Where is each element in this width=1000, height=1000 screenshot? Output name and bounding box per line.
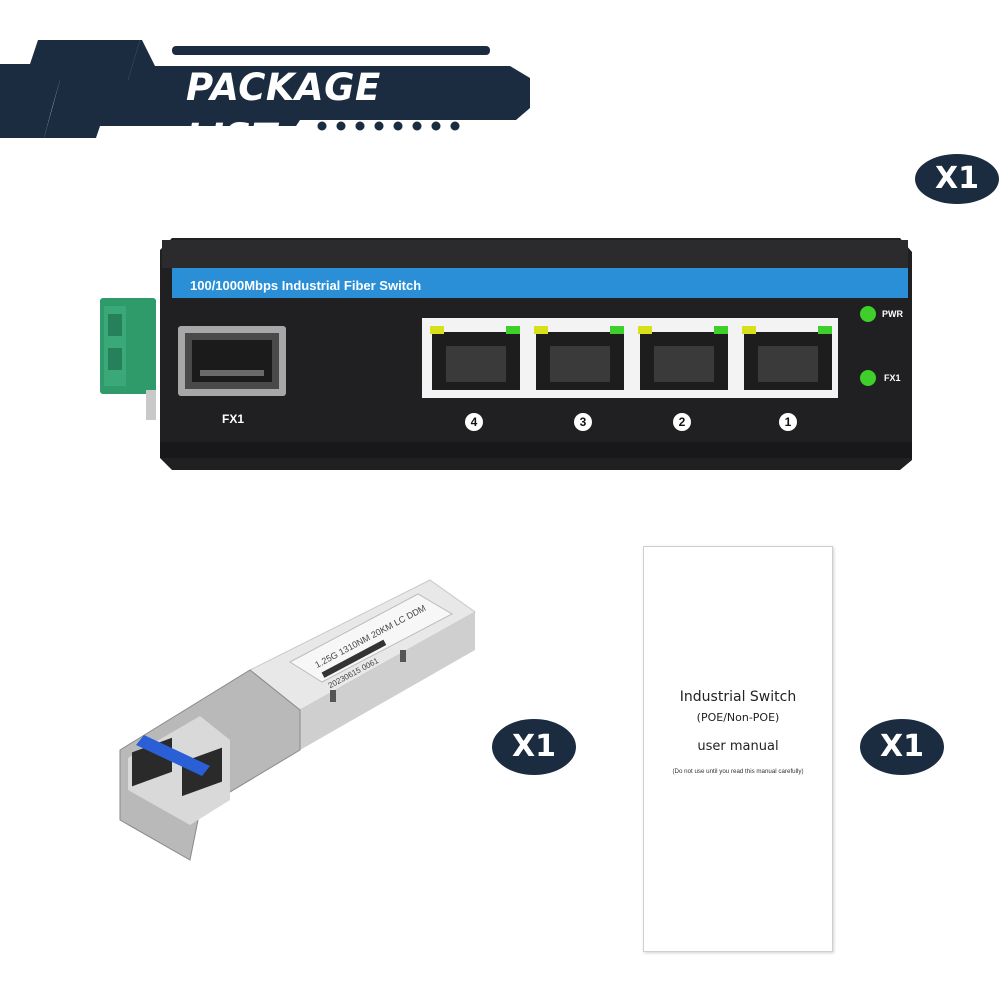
manual-type: user manual xyxy=(697,739,779,754)
manual-subtitle: (POE/Non-POE) xyxy=(696,711,780,724)
fiber-port-label: FX1 xyxy=(221,412,244,426)
manual-title: Industrial Switch xyxy=(679,689,797,705)
industrial-fiber-switch xyxy=(100,238,912,470)
fiber-led-label: FX1 xyxy=(884,373,901,383)
switch-model-label: 100/1000Mbps Industrial Fiber Switch xyxy=(190,278,422,293)
manual-quantity-badge: X1 xyxy=(860,719,944,775)
sfp-module: 1.25G 1310NM 20KM LC DDM 20230615 0061 xyxy=(119,579,476,861)
switch-quantity-badge: X1 xyxy=(915,154,999,204)
port-number-2: 2 xyxy=(673,413,691,431)
package-list-banner xyxy=(0,40,530,138)
power-led-label: PWR xyxy=(882,309,903,319)
port-number-3: 3 xyxy=(574,413,592,431)
user-manual: Industrial Switch (POE/Non-POE) user man… xyxy=(643,546,833,952)
sfp-quantity-badge: X1 xyxy=(492,719,576,775)
manual-note: (Do not use until you read this manual c… xyxy=(672,768,804,775)
port-number-1: 1 xyxy=(779,413,797,431)
port-number-4: 4 xyxy=(465,413,483,431)
page-title: PACKAGE LIST xyxy=(186,66,381,159)
